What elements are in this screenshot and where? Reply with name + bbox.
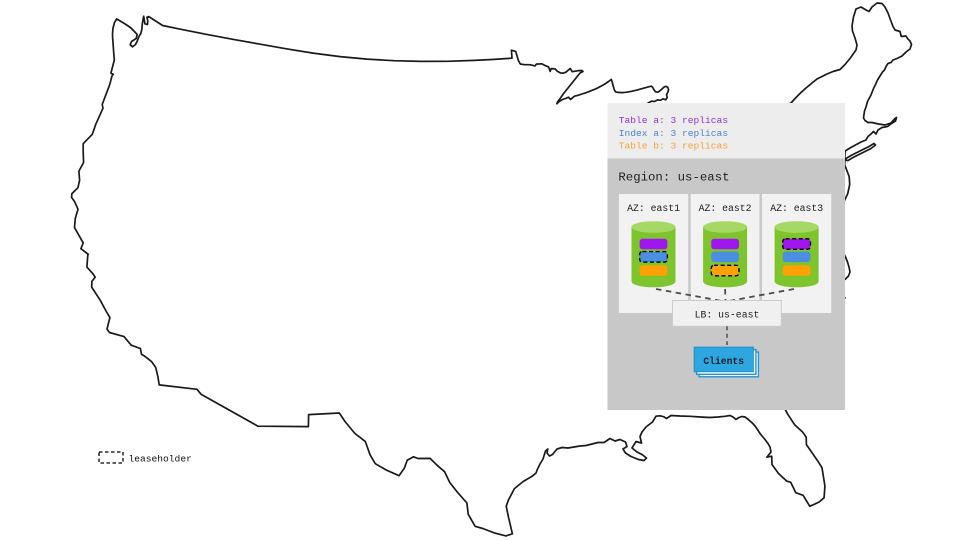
- svg-text:AZ: east3: AZ: east3: [770, 203, 823, 214]
- svg-text:leaseholder: leaseholder: [129, 454, 192, 465]
- svg-text:Table a: 3 replicas: Table a: 3 replicas: [619, 115, 728, 126]
- svg-text:Table b: 3 replicas: Table b: 3 replicas: [619, 141, 728, 152]
- svg-text:Region: us-east: Region: us-east: [618, 170, 729, 184]
- svg-text:Index a: 3 replicas: Index a: 3 replicas: [619, 128, 728, 139]
- svg-text:AZ: east1: AZ: east1: [627, 203, 680, 214]
- svg-text:LB: us-east: LB: us-east: [695, 310, 760, 321]
- svg-text:AZ: east2: AZ: east2: [699, 203, 752, 214]
- svg-text:Clients: Clients: [703, 356, 744, 367]
